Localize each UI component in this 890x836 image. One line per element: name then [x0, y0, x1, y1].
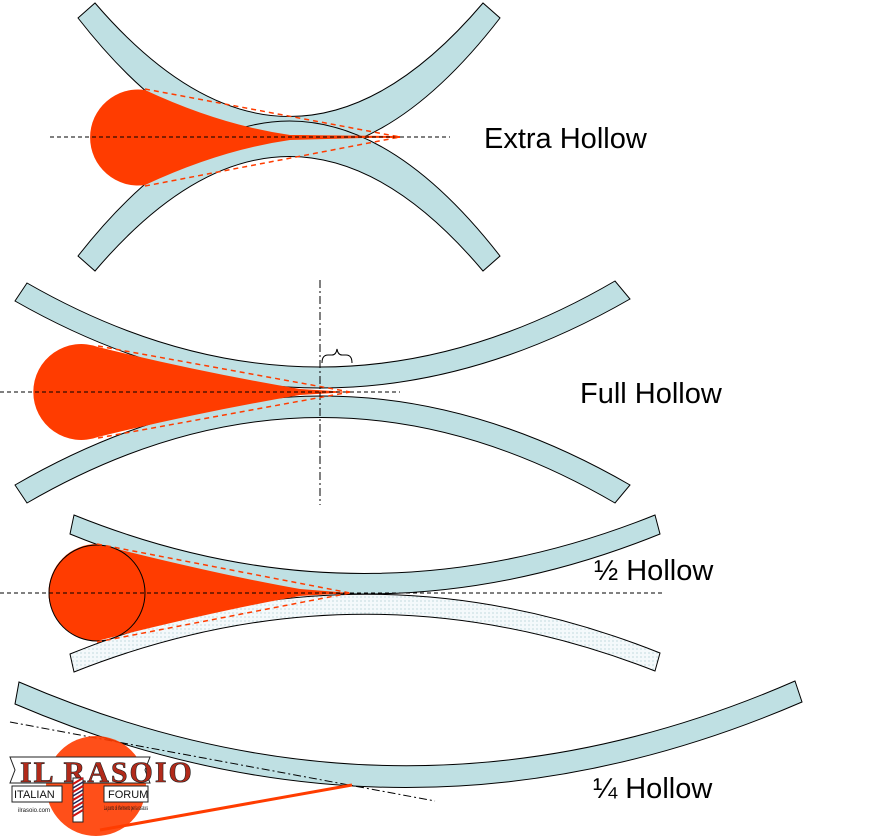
quarter-hollow-label: ¼ Hollow — [593, 773, 713, 805]
quarter-hollow-blade-edge — [99, 783, 353, 832]
extra-hollow-section: Extra Hollow — [50, 2, 648, 272]
extra-hollow-blade — [90, 89, 399, 186]
logo-url: ilrasoio.com — [18, 808, 50, 814]
full-hollow-brace — [321, 348, 353, 364]
full-hollow-label: Full Hollow — [580, 378, 723, 410]
il-rasoio-logo: IL RASOIO ITALIAN FORUM ilrasoio.com La … — [9, 736, 194, 836]
logo-title: IL RASOIO — [20, 756, 194, 789]
extra-hollow-label: Extra Hollow — [484, 123, 648, 155]
logo-tagline: La punto di riferimento per la rasatura — [104, 806, 148, 812]
logo-left-word: ITALIAN — [14, 789, 55, 801]
full-hollow-section: Full Hollow — [0, 280, 723, 505]
half-hollow-label: ½ Hollow — [594, 555, 714, 587]
quarter-hollow-wheel — [14, 680, 803, 788]
quarter-hollow-section: ¼ Hollow — [9, 680, 803, 832]
barber-pole-icon — [72, 777, 84, 823]
half-hollow-section: ½ Hollow — [0, 514, 714, 673]
logo-right-word: FORUM — [108, 789, 148, 801]
